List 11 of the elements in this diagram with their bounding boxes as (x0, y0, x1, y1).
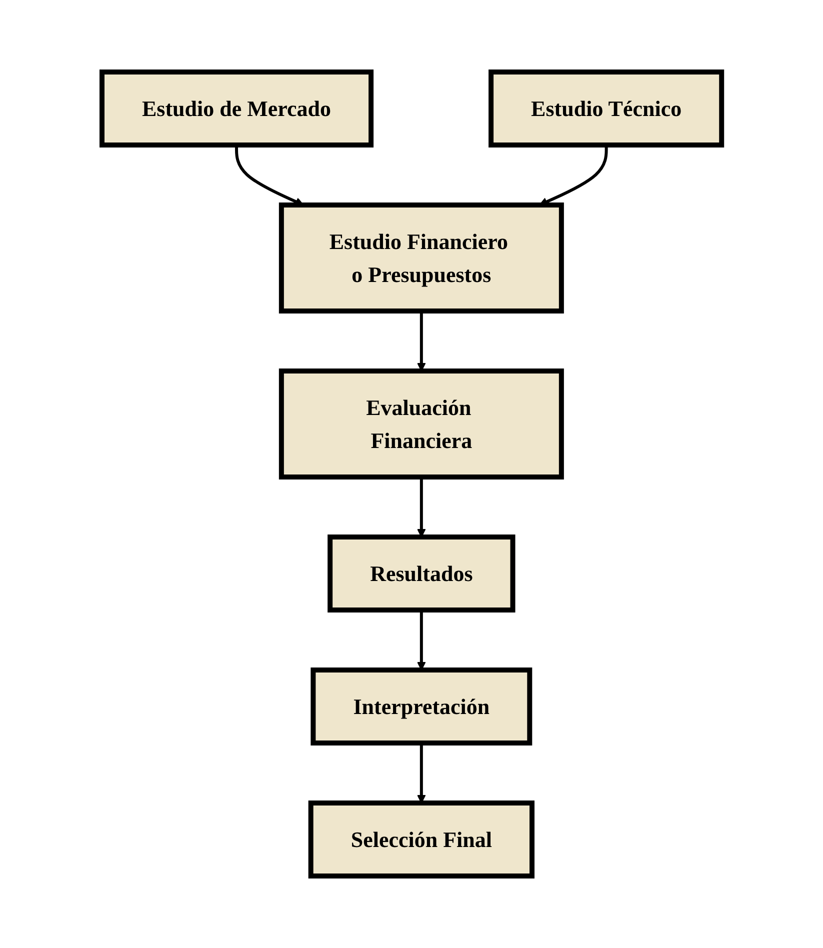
node-box: Interpretación (310, 668, 532, 746)
node-box: Estudio de Mercado (99, 70, 374, 148)
arrow (416, 610, 426, 670)
node-box: Estudio Financiero o Presupuestos (278, 202, 564, 314)
node-box: Selección Final (308, 800, 534, 878)
node-box: Resultados (327, 534, 515, 612)
arrow (416, 311, 426, 372)
node-box: Evaluación Financiera (278, 368, 564, 480)
arrow (416, 477, 426, 538)
arrow (416, 743, 426, 804)
node-box: Estudio Técnico (488, 70, 724, 148)
